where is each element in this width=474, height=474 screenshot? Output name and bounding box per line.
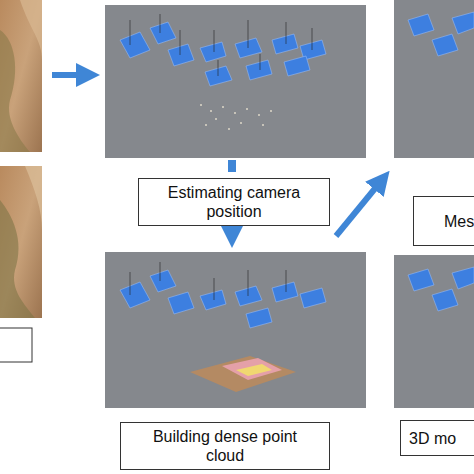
step-box: Building dense point cloud xyxy=(120,422,330,470)
camera-planes xyxy=(120,267,474,328)
software-panel xyxy=(105,252,366,408)
step-label: Estimating camera position xyxy=(159,183,309,221)
step-box: Mes xyxy=(413,196,474,246)
flow-arrow xyxy=(336,180,382,236)
aerial-photo xyxy=(0,166,42,318)
dense-point-cloud xyxy=(190,356,296,392)
step-box: 3D mo xyxy=(400,420,474,456)
caption-box xyxy=(0,328,32,362)
software-panel xyxy=(105,5,366,158)
step-label: Building dense point cloud xyxy=(150,427,300,465)
software-panel xyxy=(394,0,474,158)
step-box: Estimating camera position xyxy=(138,178,330,226)
flow-arrow xyxy=(228,160,236,172)
camera-planes xyxy=(120,12,474,86)
flow-arrow xyxy=(229,226,235,236)
step-label: 3D mo xyxy=(409,429,456,448)
flow-arrow xyxy=(52,72,88,78)
step-label: Mes xyxy=(444,212,474,231)
aerial-photo xyxy=(0,0,42,152)
sparse-point-cloud xyxy=(200,104,272,130)
software-panel xyxy=(394,255,474,408)
